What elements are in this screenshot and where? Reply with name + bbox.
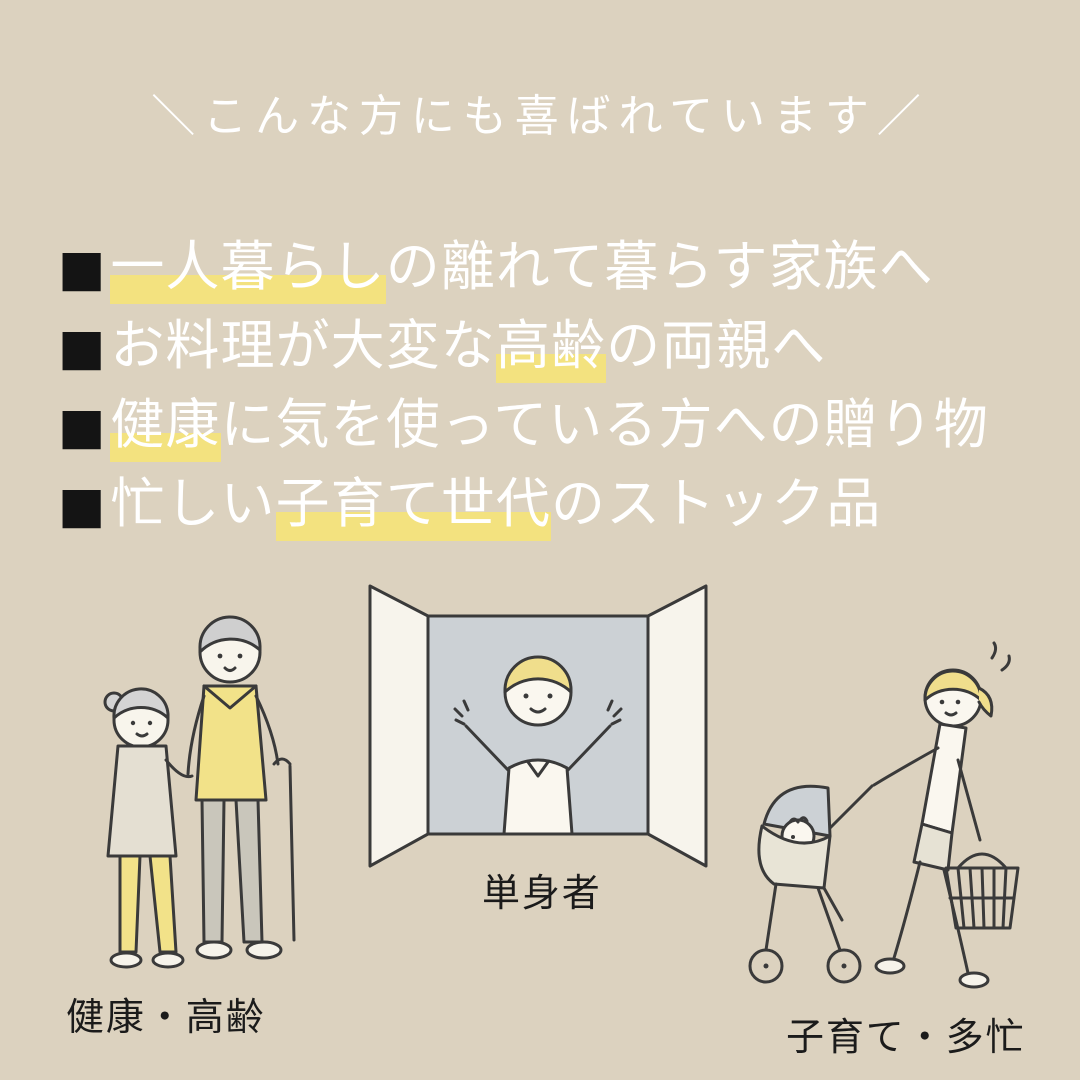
bullet-text: 忙しい xyxy=(110,472,276,535)
bullet-list: ■一人暮らしの離れて暮らす家族へ ■お料理が大変な高齢の両親へ ■健康に気を使っ… xyxy=(58,235,1038,556)
bullet-text: に気を使っている方への贈り物 xyxy=(220,393,989,456)
bullet-line: ■忙しい子育て世代のストック品 xyxy=(58,472,1038,541)
highlighted-text: 高齢 xyxy=(495,314,607,383)
shopping-basket xyxy=(946,854,1018,928)
square-bullet-icon: ■ xyxy=(58,318,107,376)
square-bullet-icon: ■ xyxy=(58,397,107,455)
old-woman-figure xyxy=(105,689,192,967)
window-frame xyxy=(370,586,706,866)
bullet-text: お料理が大変な xyxy=(110,314,496,377)
stroller xyxy=(750,786,872,982)
bullet-line: ■一人暮らしの離れて暮らす家族へ xyxy=(58,235,1038,304)
bullet-text: の離れて暮らす家族へ xyxy=(385,235,934,298)
man-figure xyxy=(455,657,621,834)
caption-single-person: 単身者 xyxy=(482,871,602,915)
caption-elderly: 健康・高齢 xyxy=(66,995,266,1039)
bullet-line: ■お料理が大変な高齢の両親へ xyxy=(58,314,1038,383)
elderly-couple-illustration xyxy=(78,588,318,998)
old-man-figure xyxy=(188,617,294,958)
highlighted-text: 子育て世代 xyxy=(275,472,551,541)
highlighted-text: 一人暮らし xyxy=(110,235,386,304)
page-title: ＼こんな方にも喜ばれています／ xyxy=(151,91,929,142)
bullet-line: ■健康に気を使っている方への贈り物 xyxy=(58,393,1038,462)
bullet-text: のストック品 xyxy=(550,472,882,535)
square-bullet-icon: ■ xyxy=(58,476,107,534)
mother-figure xyxy=(874,643,1009,987)
square-bullet-icon: ■ xyxy=(58,239,107,297)
highlighted-text: 健康 xyxy=(110,393,221,462)
bullet-text: の両親へ xyxy=(606,314,827,377)
mother-with-stroller-illustration xyxy=(706,628,1026,1008)
man-opening-window-illustration xyxy=(358,578,718,878)
caption-parenting: 子育て・多忙 xyxy=(786,1015,1026,1059)
